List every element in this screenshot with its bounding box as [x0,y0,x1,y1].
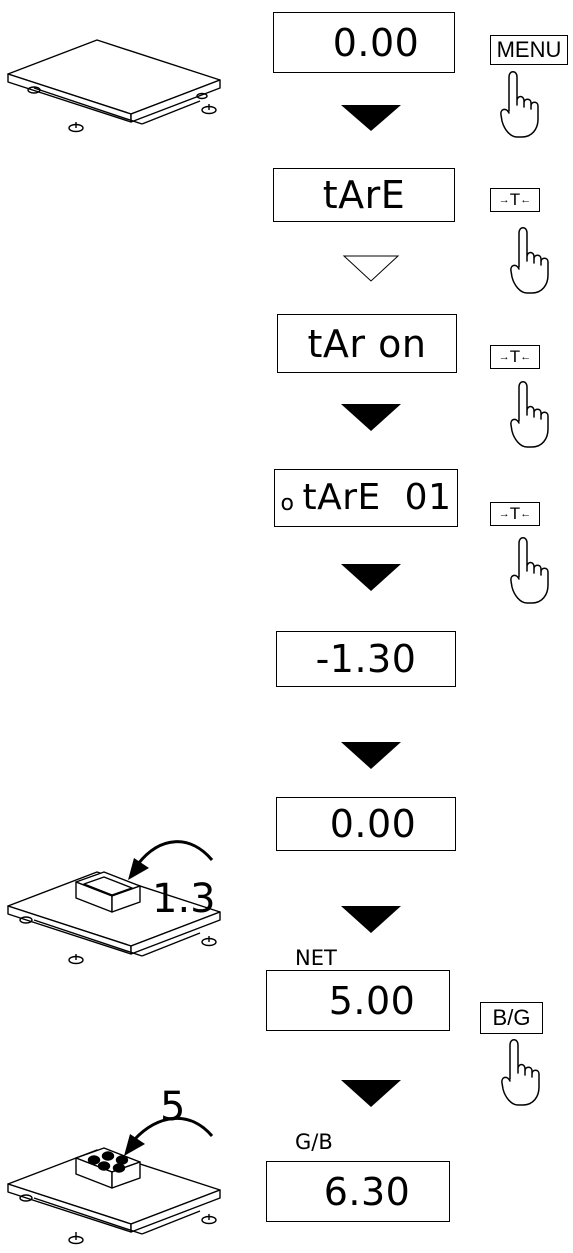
left-arrow-icon: ← [520,351,532,363]
display-tare: tArE [273,168,455,222]
down-arrow-icon [341,742,401,769]
pressing-hand-icon [510,227,549,294]
display-tare-number: o tArE 01 [274,469,458,527]
right-arrow-icon: → [498,194,510,206]
menu-key-label: MENU [496,37,562,62]
display-value: -1.30 [315,637,417,681]
display-zero: 0.00 [273,12,455,73]
stability-indicator: o [280,491,295,516]
down-arrow-icon [341,906,401,933]
right-arrow-icon: → [498,351,510,363]
display-value: 0.00 [329,802,417,846]
down-arrow-icon [341,404,401,431]
gross-indicator: G/B [295,1130,333,1154]
item-count-label: 5 [160,1084,186,1130]
bg-key-label: B/G [492,1005,531,1030]
scale-platform-empty-illustration [7,39,221,133]
container-mass-label: 1.3 [152,876,216,922]
tare-key-label: T [509,190,521,209]
tare-key[interactable]: → T ← [490,502,540,526]
scale-with-filled-container-illustration [7,1116,221,1245]
left-arrow-icon: ← [520,194,532,206]
display-tare-value: -1.30 [276,631,456,687]
pressing-hand-icon [510,381,549,448]
display-zero-tared: 0.00 [276,797,456,851]
display-tare-on: tAr on [277,314,457,373]
display-value: 0.00 [332,20,420,65]
tare-key[interactable]: → T ← [490,345,540,369]
bg-key[interactable]: B/G [480,1002,543,1034]
tare-key-label: T [509,347,521,366]
down-arrow-icon [341,1080,401,1107]
left-arrow-icon: ← [520,508,532,520]
down-arrow-icon [341,105,401,131]
pressing-hand-icon [500,71,539,138]
net-indicator: NET [295,946,337,970]
display-net: 5.00 [266,970,450,1031]
display-gross: 6.30 [266,1161,450,1222]
down-arrow-outline-icon [342,255,400,282]
tare-key-label: T [509,504,521,523]
display-value: 6.30 [323,1169,411,1214]
display-value: tArE [322,173,406,217]
display-value: 5.00 [328,978,416,1023]
display-value: tArE 01 [302,477,452,518]
scale-with-empty-container-illustration [7,840,221,965]
pressing-hand-icon [501,1039,540,1106]
tare-key[interactable]: → T ← [490,188,540,212]
menu-key[interactable]: MENU [490,35,568,65]
display-value: tAr on [307,321,427,366]
down-arrow-icon [341,564,401,591]
pressing-hand-icon [510,537,549,604]
right-arrow-icon: → [498,508,510,520]
